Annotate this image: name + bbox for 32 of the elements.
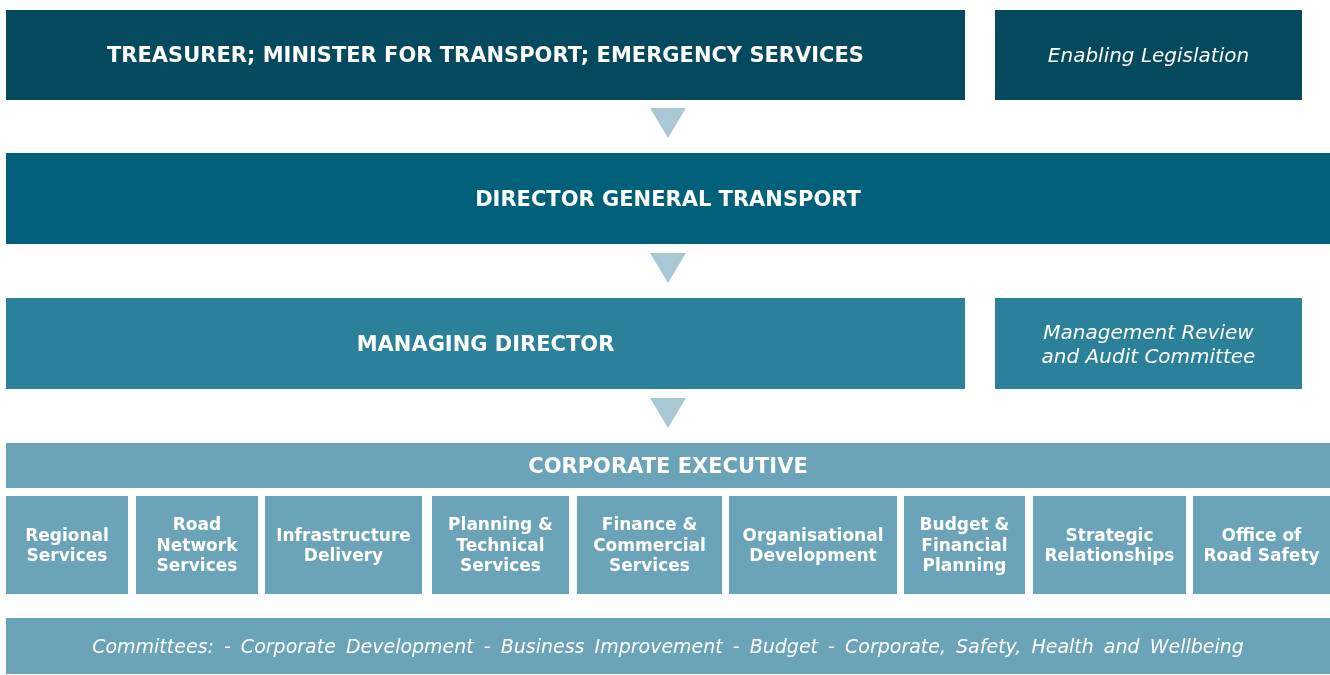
unit-name: Office of Road Safety <box>1202 524 1321 566</box>
header-box <box>6 153 1330 244</box>
header-box <box>6 10 965 100</box>
heading-text: MANAGING DIRECTOR <box>356 331 615 356</box>
unit-name: Budget & Financial Planning <box>918 514 1011 576</box>
note-box <box>995 10 1302 100</box>
committees-box <box>6 618 1330 674</box>
heading-text: TREASURER; MINISTER FOR TRANSPORT; EMERGENCY SERVICES <box>107 43 864 67</box>
note-box <box>995 298 1302 389</box>
unit-name: Road Network Services <box>155 514 239 576</box>
header-box <box>6 443 1330 488</box>
unit-name: Organisational Development <box>741 524 885 566</box>
header-box <box>6 298 965 389</box>
unit-name: Finance & Commercial Services <box>592 514 707 576</box>
heading-text: DIRECTOR GENERAL TRANSPORT <box>475 186 861 211</box>
unit-name: Planning & Technical Services <box>447 514 554 576</box>
unit-name: Strategic Relationships <box>1043 524 1176 566</box>
unit-box <box>1193 496 1330 594</box>
unit-box <box>136 496 258 594</box>
unit-name: Infrastructure Delivery <box>275 524 412 566</box>
unit-box <box>432 496 569 594</box>
unit-box <box>577 496 722 594</box>
unit-box <box>265 496 422 594</box>
unit-name: Regional Services <box>24 524 110 566</box>
unit-box <box>1033 496 1186 594</box>
heading-text: CORPORATE EXECUTIVE <box>528 453 808 478</box>
unit-box <box>6 496 128 594</box>
unit-box <box>904 496 1025 594</box>
committees-text: Committees: - Corporate Development - Business Improvement - Budget - Corporate, Safety, Health and Wellbeing <box>92 635 1244 657</box>
note-text: Management Review and Audit Committee <box>1040 319 1257 368</box>
note-text: Enabling Legislation <box>1046 43 1251 67</box>
unit-box <box>729 496 897 594</box>
